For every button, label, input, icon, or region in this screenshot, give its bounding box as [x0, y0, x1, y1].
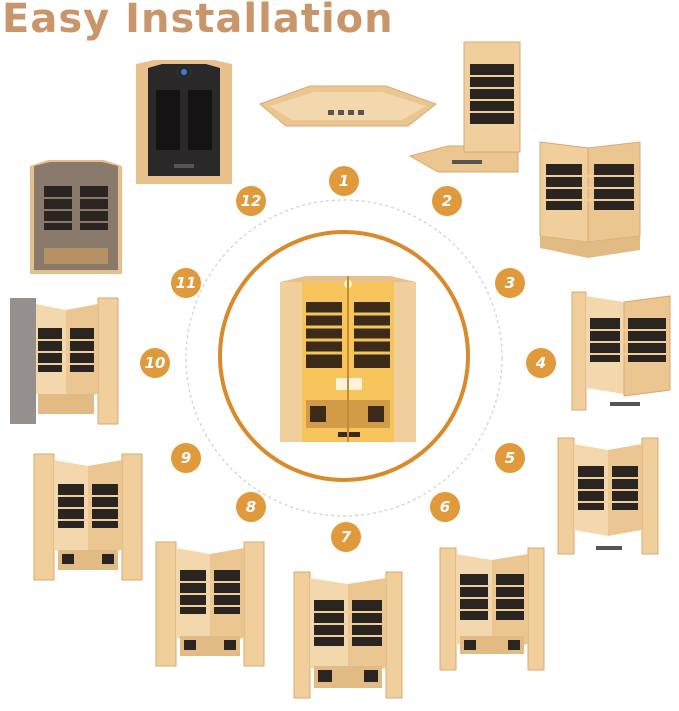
step-1-floor-image: [259, 85, 438, 127]
finished-sauna-image: [280, 276, 416, 442]
step-badge-2: 2: [432, 186, 462, 216]
step-12-complete-image: [136, 60, 232, 184]
step-10-glass-side-image: [10, 297, 119, 425]
step-4-side-wall-image: [571, 291, 671, 411]
step-9-front-panels-image: [33, 453, 143, 581]
step-badge-12: 12: [236, 186, 266, 216]
step-5-bench-image: [557, 437, 659, 555]
step-11-glass-door-image: [30, 160, 122, 274]
step-6-lower-panels-image: [439, 547, 545, 671]
step-badge-10: 10: [140, 348, 170, 378]
step-badge-5: 5: [495, 443, 525, 473]
step-2-back-wall-image: [408, 41, 521, 173]
step-badge-8: 8: [236, 492, 266, 522]
step-badge-4: 4: [526, 348, 556, 378]
step-badge-6: 6: [430, 492, 460, 522]
step-badge-3: 3: [495, 268, 525, 298]
step-3-two-walls-image: [539, 141, 641, 258]
step-badge-1: 1: [329, 166, 359, 196]
step-badge-11: 11: [171, 268, 201, 298]
step-badge-7: 7: [331, 522, 361, 552]
step-7-floor-heaters-image: [293, 571, 403, 699]
step-8-front-frame-image: [155, 541, 265, 667]
page-title: Easy Installation: [2, 0, 394, 42]
step-badge-9: 9: [171, 443, 201, 473]
